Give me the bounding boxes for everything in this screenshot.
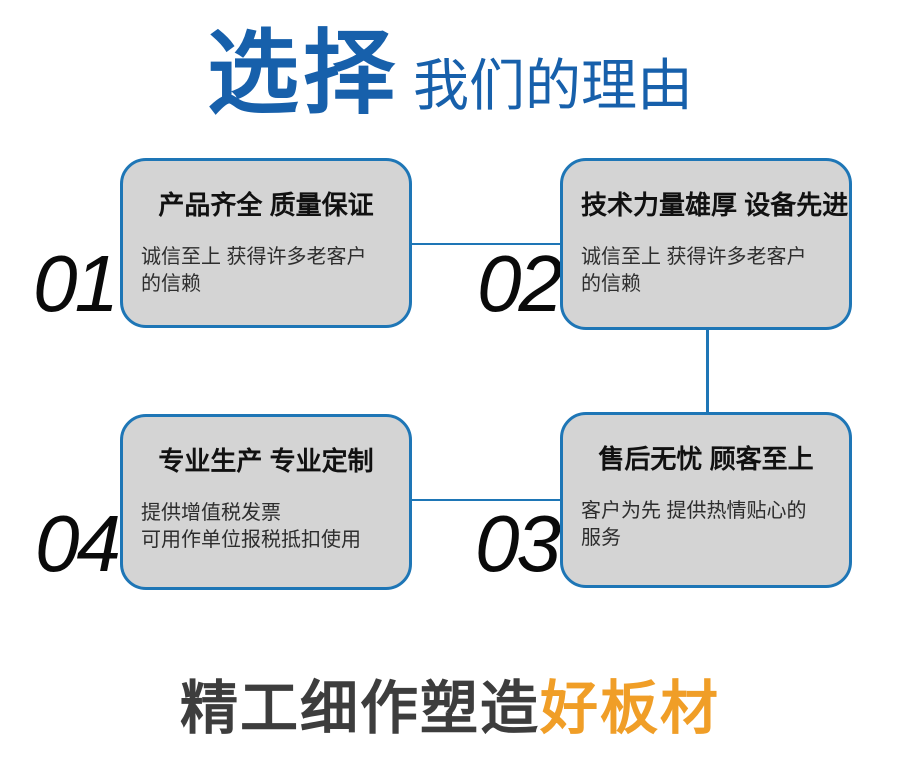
reason-card-04: 专业生产 专业定制 提供增值税发票 可用作单位报税抵扣使用 xyxy=(120,414,412,590)
page-title-accent: 选择 xyxy=(206,23,399,125)
card-number-03: 03 xyxy=(475,499,561,588)
reason-card-01: 产品齐全 质量保证 诚信至上 获得许多老客户 的信赖 xyxy=(120,158,412,328)
tagline-dark-text: 精工细作塑造 xyxy=(179,676,540,741)
card-description: 提供增值税发票 可用作单位报税抵扣使用 xyxy=(141,500,391,555)
card-description-line: 的信赖 xyxy=(141,273,201,296)
card-description: 客户为先 提供热情贴心的 服务 xyxy=(581,498,831,553)
card-description-line: 诚信至上 获得许多老客户 xyxy=(141,246,367,268)
card-description-line: 可用作单位报税抵扣使用 xyxy=(141,529,361,552)
reason-card-03: 售后无忧 顾客至上 客户为先 提供热情贴心的 服务 xyxy=(560,412,852,588)
card-description-line: 客户为先 提供热情贴心的 xyxy=(581,500,807,522)
card-title: 技术力量雄厚 设备先进 xyxy=(581,190,849,220)
card-title: 售后无忧 顾客至上 xyxy=(598,444,814,474)
card-number-02: 02 xyxy=(477,239,563,328)
card-description-line: 诚信至上 获得许多老客户 xyxy=(581,246,807,268)
card-description: 诚信至上 获得许多老客户 的信赖 xyxy=(141,244,391,299)
reason-card-02: 技术力量雄厚 设备先进 诚信至上 获得许多老客户 的信赖 xyxy=(560,158,852,330)
card-title: 产品齐全 质量保证 xyxy=(158,190,374,220)
connector-line-vertical xyxy=(706,330,709,415)
bottom-tagline: 精工细作塑造好板材 xyxy=(0,676,900,743)
card-description-line: 的信赖 xyxy=(581,273,641,296)
page-title-rest: 我们的理由 xyxy=(413,54,693,117)
connector-line-bottom xyxy=(410,499,562,501)
card-title: 专业生产 专业定制 xyxy=(158,446,374,476)
page-title: 选择我们的理由 xyxy=(0,28,900,120)
card-description: 诚信至上 获得许多老客户 的信赖 xyxy=(581,244,831,299)
tagline-accent-text: 好板材 xyxy=(540,676,721,741)
card-description-line: 服务 xyxy=(581,527,621,550)
card-description-line: 提供增值税发票 xyxy=(141,502,281,524)
card-number-01: 01 xyxy=(33,239,119,328)
connector-line-top xyxy=(410,243,562,245)
card-number-04: 04 xyxy=(35,499,121,588)
